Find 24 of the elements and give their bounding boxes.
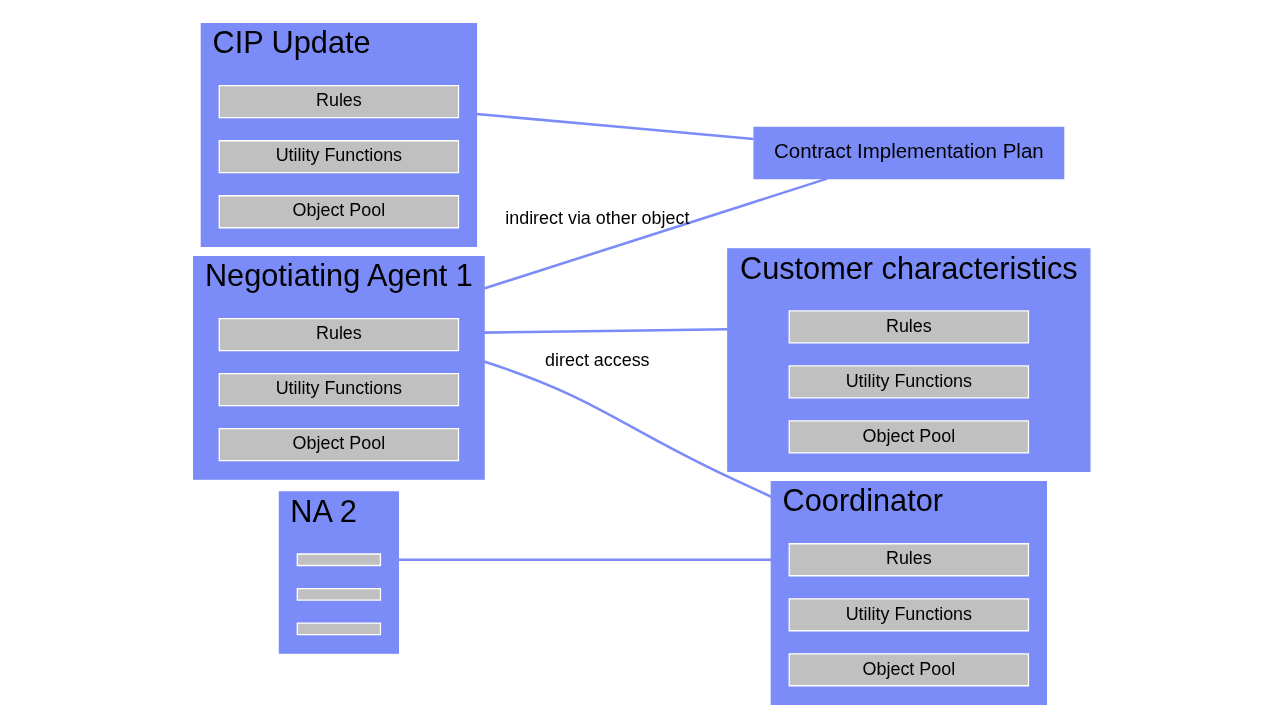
node-box: Object Pool [218,195,459,229]
connector [483,328,728,334]
node-box: Object Pool [788,653,1029,687]
node-bar [296,587,381,601]
node-box: Rules [218,317,459,352]
cluster: NA 2 [278,491,399,654]
node-box: Object Pool [788,420,1029,454]
node-box: Contract Implementation Plan [752,126,1064,180]
node-box: Utility Functions [218,372,459,407]
connector [483,177,828,290]
node-box: Rules [218,85,459,119]
connector [397,558,771,562]
edge-label: direct access [544,349,650,370]
node-box: Utility Functions [218,140,459,174]
edge-label: indirect via other object [504,207,689,228]
node-bar [296,553,381,567]
node-box: Rules [788,543,1029,577]
node-box: Object Pool [218,427,459,462]
node-box: Utility Functions [788,598,1029,632]
node-bar [296,622,381,636]
node-box: Rules [788,310,1029,344]
connector [483,360,772,498]
connector [475,112,754,141]
node-box: Utility Functions [788,365,1029,399]
